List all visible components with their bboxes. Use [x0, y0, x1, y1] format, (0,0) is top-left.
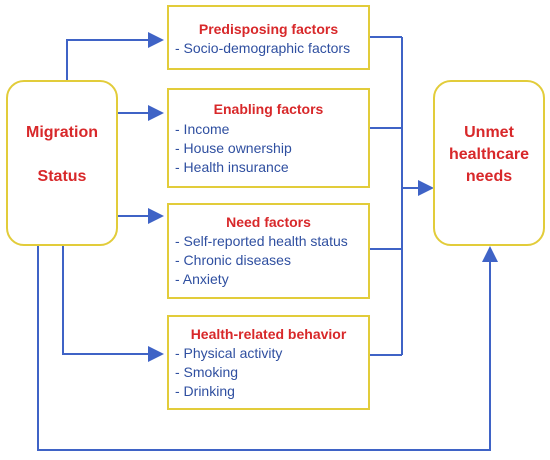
predisposing-factors-title: Predisposing factors: [198, 21, 339, 37]
status-label: Status: [37, 168, 87, 185]
factor-item: - Smoking: [175, 364, 239, 380]
enabling-factors-box: Enabling factors - Income - House owners…: [167, 88, 370, 188]
arrow-migration-to-predisposing: [66, 32, 164, 82]
factor-item: - Health insurance: [175, 159, 289, 175]
need-factors-title: Need factors: [226, 214, 311, 230]
factor-item: - Socio-demographic factors: [175, 40, 351, 56]
outcome-line-3: needs: [465, 168, 513, 185]
factor-item: - Physical activity: [175, 345, 283, 361]
factor-item: - Anxiety: [175, 271, 229, 287]
arrow-migration-to-behavior: [62, 245, 164, 362]
outcome-line-2: healthcare: [448, 146, 530, 163]
unmet-needs-box: Unmet healthcare needs: [433, 80, 545, 246]
predisposing-factors-box: Predisposing factors - Socio-demographic…: [167, 5, 370, 70]
arrow-migration-to-outcome: [37, 245, 498, 451]
factor-item: - Chronic diseases: [175, 252, 291, 268]
factor-item: - Self-reported health status: [175, 233, 348, 249]
need-factors-box: Need factors - Self-reported health stat…: [167, 203, 370, 299]
health-behavior-box: Health-related behavior - Physical activ…: [167, 315, 370, 410]
factor-item: - Drinking: [175, 383, 235, 399]
enabling-factors-title: Enabling factors: [213, 101, 324, 117]
migration-status-box: Migration Status: [6, 80, 118, 246]
factor-item: - House ownership: [175, 140, 292, 156]
health-behavior-title: Health-related behavior: [190, 326, 347, 342]
outcome-line-1: Unmet: [464, 124, 514, 141]
migration-label: Migration: [26, 124, 98, 141]
factor-item: - Income: [175, 121, 230, 137]
